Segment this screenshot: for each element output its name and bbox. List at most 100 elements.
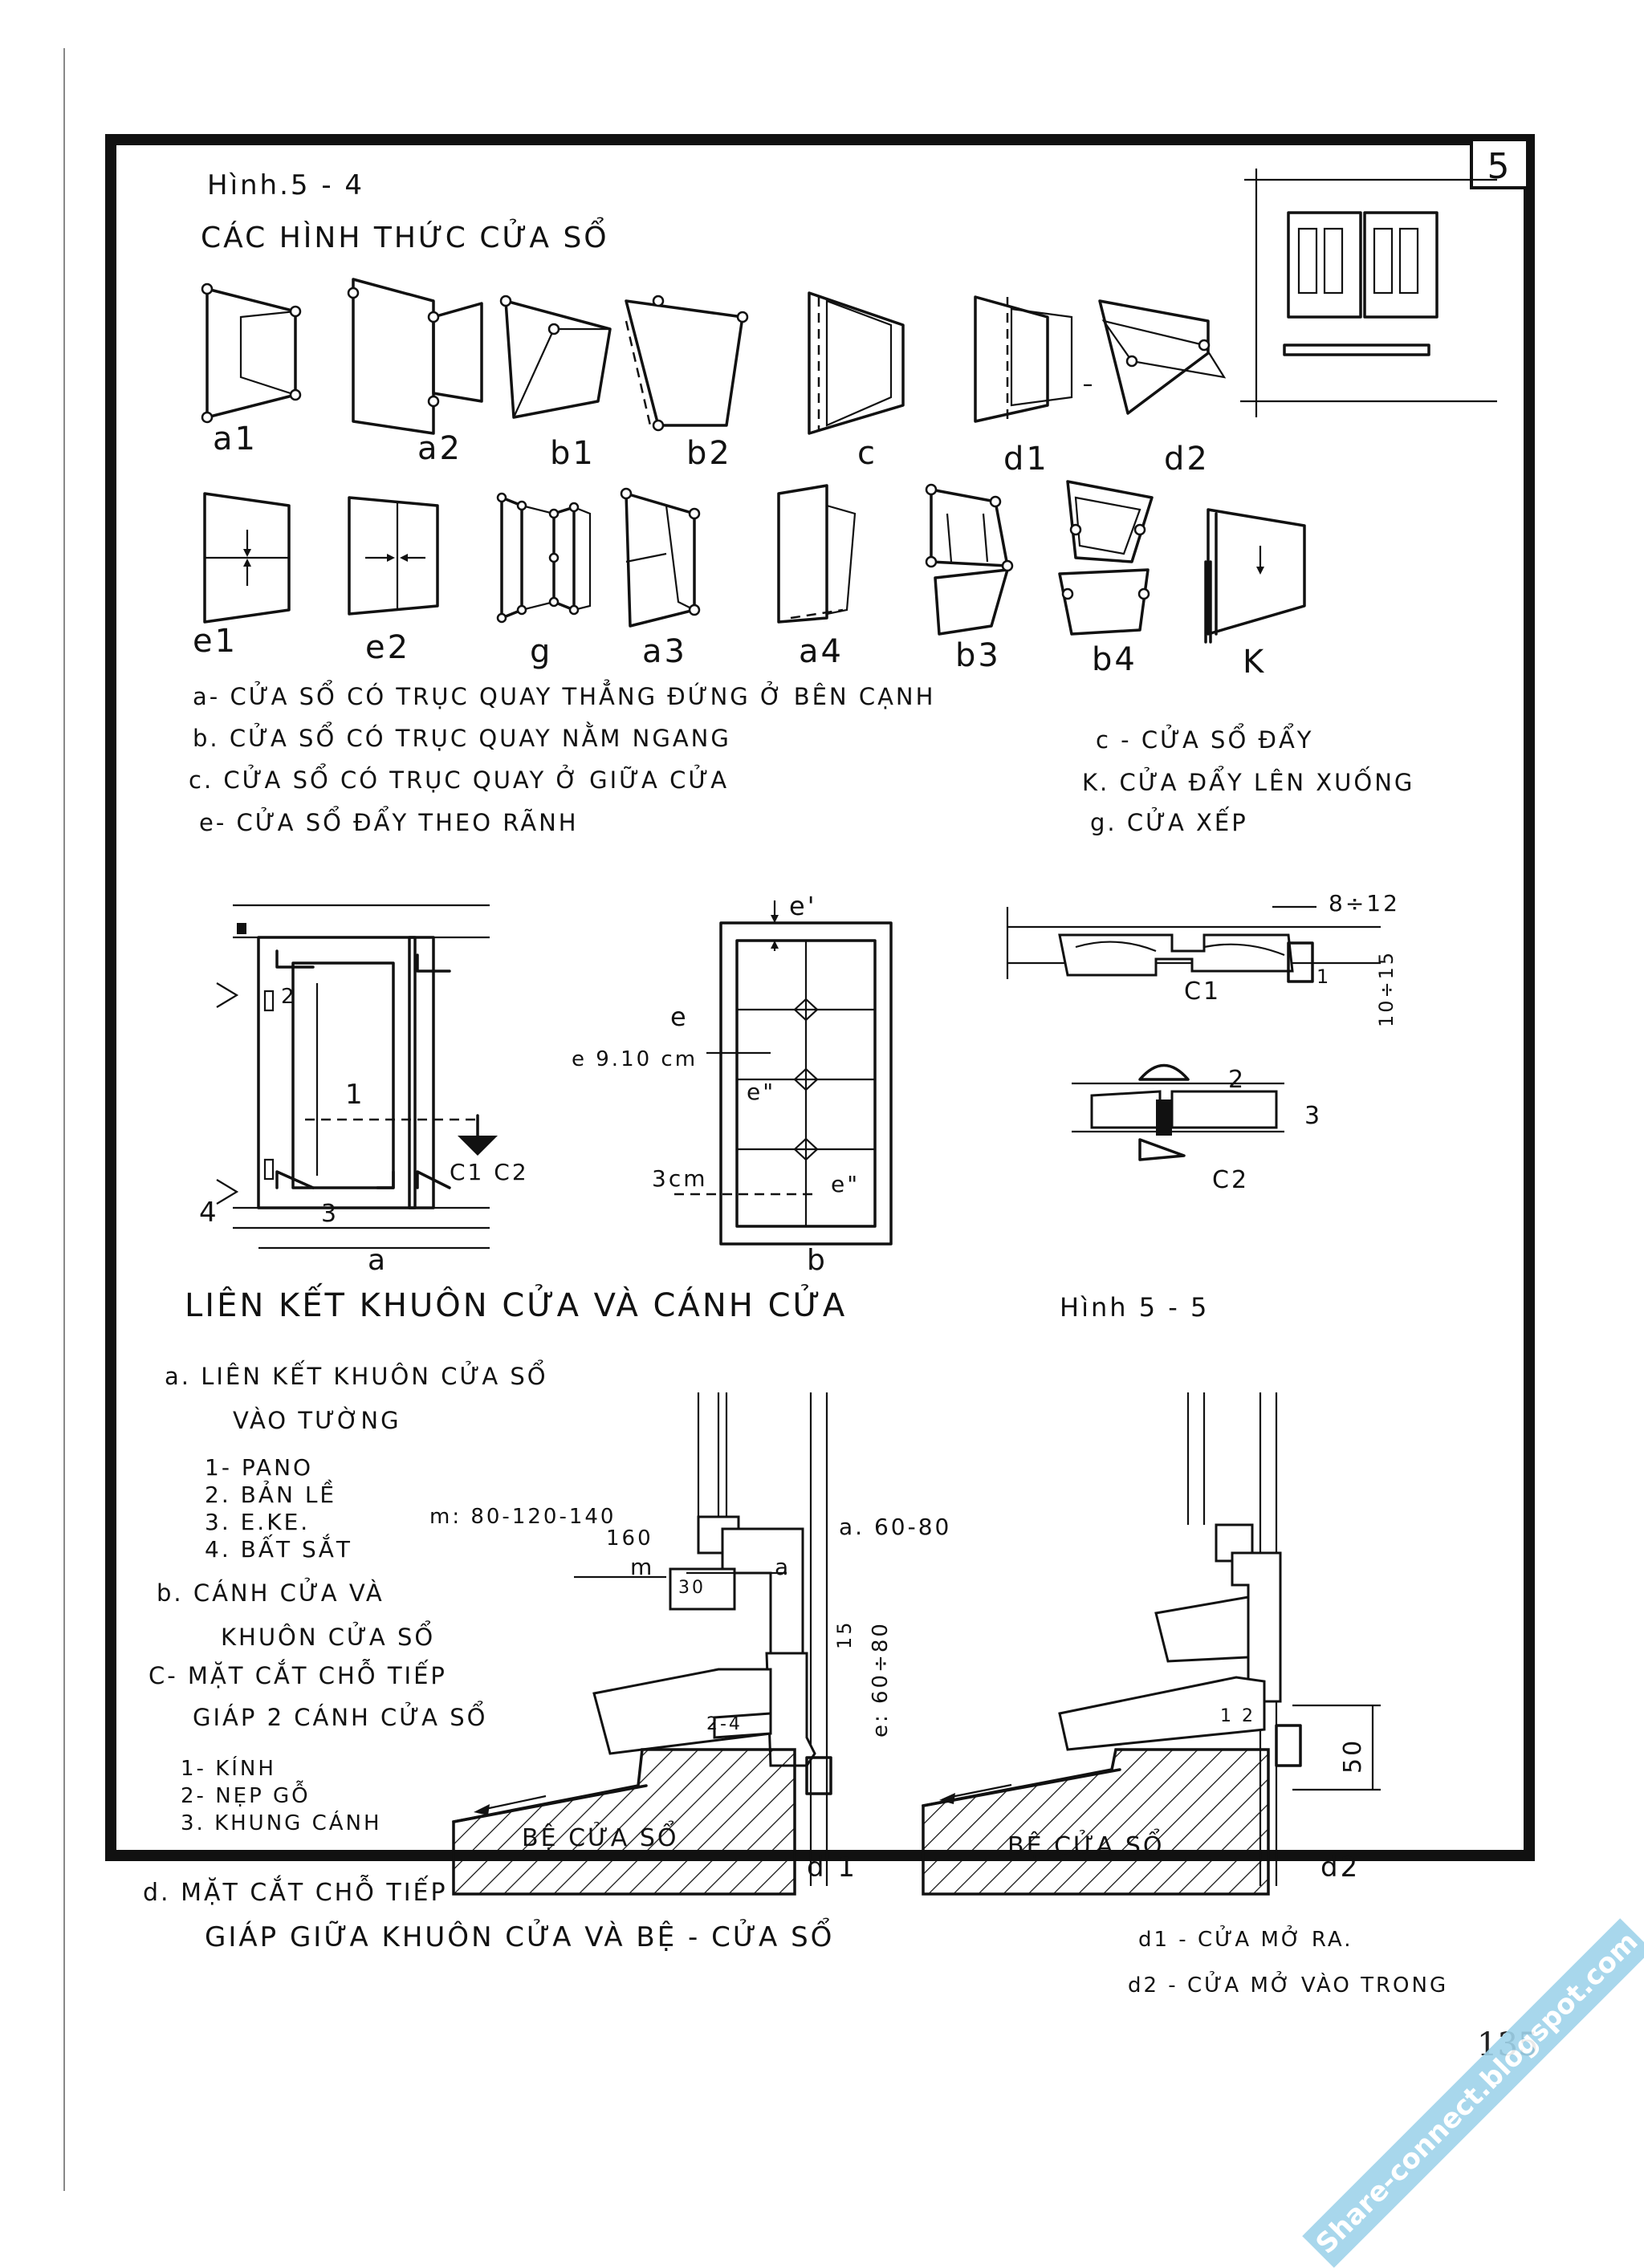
sketch-a2 (347, 278, 483, 435)
sketch-b4 (1058, 480, 1154, 636)
sketch-a4 (777, 484, 857, 624)
d1-a-range: a. 60-80 (839, 1514, 951, 1540)
a-num-1: 1 (345, 1079, 365, 1111)
figure-5-4-title: CÁC HÌNH THỨC CỬA SỔ (201, 217, 609, 254)
d2-dim-1-2: 1 2 (1220, 1706, 1255, 1726)
label-K: K (1243, 644, 1266, 681)
d2-label: d2 (1320, 1851, 1360, 1884)
sketch-a3 (620, 487, 701, 628)
label-a3: a3 (642, 633, 687, 670)
d1-a: a (775, 1554, 791, 1580)
c2-num-2: 2 (1228, 1066, 1246, 1094)
label-a1: a1 (213, 421, 258, 457)
label-a4: a4 (799, 633, 844, 670)
detail-c2-section: 2 3 C2 (1072, 1063, 1322, 1194)
detail-a-frame-elevation: 2 1 3 4 C1 C2 a (199, 904, 529, 1277)
note-d1-desc: d1 - CỬA MỞ RA. (1138, 1925, 1353, 1952)
note-c-item-2: 2- NẸP GỖ (181, 1779, 311, 1808)
label-b4: b4 (1092, 641, 1137, 678)
label-b2: b2 (686, 435, 732, 472)
a-num-4: 4 (199, 1197, 219, 1229)
note-c-item-1: 1- KÍNH (181, 1755, 276, 1781)
a-num-2: 2 (281, 985, 297, 1009)
window-types-row-1: a1 a2 b1 b2 c d1 d2 (201, 278, 1227, 478)
a-caption: a (368, 1244, 388, 1277)
label-b1: b1 (550, 435, 596, 472)
a-num-3: 3 (321, 1200, 339, 1228)
note-a-item-4: 4. BẤT SẮT (205, 1533, 352, 1563)
sketch-a1 (201, 282, 302, 424)
legend-e: e- CỬA SỔ ĐẨY THEO RÃNH (199, 807, 579, 836)
d2-dim-50: 50 (1339, 1738, 1367, 1774)
facade-elevation (1240, 169, 1497, 417)
notes-block: a. LIÊN KẾT KHUÔN CỬA SỔ VÀO TƯỜNG 1- PA… (143, 1360, 1448, 1998)
figure-5-4-label: Hình.5 - 4 (207, 169, 364, 201)
sketch-c (808, 291, 905, 435)
figure-5-5-title: LIÊN KẾT KHUÔN CỬA VÀ CÁNH CỬA (185, 1282, 847, 1324)
a-cut-mark: C1 C2 (450, 1159, 529, 1185)
legend-c-sliding: c - CỬA SỔ ĐẨY (1096, 724, 1314, 754)
sketch-d2 (1084, 299, 1227, 415)
detail-c1-section: 8÷12 C1 1 10÷15 (1006, 890, 1400, 1027)
note-d2-desc: d2 - CỬA MỞ VÀO TRONG (1128, 1970, 1448, 1998)
note-a-item-2: 2. BẢN LỀ (205, 1478, 336, 1508)
c1-label: C1 (1184, 978, 1221, 1006)
d1-m: m (630, 1554, 654, 1580)
b-caption: b (807, 1244, 828, 1277)
note-a-title-1: a. LIÊN KẾT KHUÔN CỬA SỔ (165, 1360, 548, 1390)
b-e-range: e 9.10 cm (572, 1047, 698, 1071)
b-e-double-1: e" (747, 1079, 775, 1105)
note-d-title-2: GIÁP GIỮA KHUÔN CỬA VÀ BỆ - CỬA SỔ (205, 1916, 834, 1953)
note-c-title-1: C- MẶT CẮT CHỖ TIẾP (149, 1659, 447, 1689)
label-b3: b3 (955, 637, 1001, 674)
sketch-e1 (203, 492, 291, 624)
d1-sill-label: BỆ CỬA SỔ (522, 1819, 678, 1852)
b-e-double-2: e" (831, 1171, 860, 1197)
d1-dim-30: 30 (678, 1578, 706, 1598)
legend-b: b. CỬA SỔ CÓ TRỤC QUAY NẰM NGANG (193, 722, 731, 752)
d1-dim-15: 15 (833, 1620, 856, 1649)
c1-num-1: 1 (1316, 965, 1331, 988)
sketch-b3 (925, 483, 1014, 636)
section-d2: 50 1 2 BỆ CỬA SỔ d2 (922, 1392, 1381, 1896)
d1-m-range-2: 160 (606, 1526, 653, 1551)
page-frame: 5 (63, 48, 1535, 2191)
d1-dim-e: e: 60÷80 (869, 1621, 893, 1738)
sketch-e2 (348, 496, 439, 616)
sketch-b2 (625, 295, 749, 432)
c2-num-3: 3 (1304, 1102, 1322, 1130)
d1-label: d 1 (807, 1851, 857, 1884)
c1-dim-10-15: 10÷15 (1375, 950, 1398, 1027)
legend-a: a- CỬA SỔ CÓ TRỤC QUAY THẲNG ĐỨNG Ở BÊN … (193, 680, 935, 710)
sketch-g (496, 492, 592, 624)
label-a2: a2 (417, 430, 462, 467)
b-e-prime: e' (789, 891, 816, 921)
c2-label: C2 (1212, 1166, 1249, 1194)
label-e1: e1 (193, 623, 238, 660)
section-number: 5 (1487, 146, 1512, 187)
d1-dim-2-4: 2-4 (706, 1714, 743, 1734)
legend-c: c. CỬA SỔ CÓ TRỤC QUAY Ở GIỮA CỬA (189, 764, 729, 794)
note-b-title-1: b. CÁNH CỬA VÀ (157, 1579, 385, 1607)
window-types-row-2: e1 e2 g a3 a4 b3 b4 K (193, 480, 1306, 681)
figure-5-5-label: Hình 5 - 5 (1060, 1292, 1209, 1323)
label-e2: e2 (365, 629, 410, 666)
label-d1: d1 (1003, 441, 1049, 478)
label-g: g (530, 633, 552, 670)
b-3cm: 3cm (652, 1165, 707, 1192)
legend-K: K. CỬA ĐẨY LÊN XUỐNG (1082, 766, 1414, 796)
window-type-legend: a- CỬA SỔ CÓ TRỤC QUAY THẲNG ĐỨNG Ở BÊN … (189, 680, 1414, 836)
detail-b-sash-elevation: e' e e 9.10 cm e" e" 3cm b (572, 891, 893, 1277)
d1-m-range-1: m: 80-120-140 (429, 1505, 616, 1529)
note-a-item-3: 3. E.KE. (205, 1509, 310, 1535)
sketch-b1 (499, 295, 612, 419)
d2-sill-label: BỆ CỬA SỔ (1007, 1827, 1164, 1860)
note-a-title-2: VÀO TƯỜNG (233, 1407, 401, 1434)
legend-g: g. CỬA XẾP (1090, 807, 1248, 836)
section-d1: m: 80-120-140 160 a. 60-80 m a 30 15 e: … (429, 1392, 951, 1896)
label-c: c (857, 435, 877, 472)
note-c-title-2: GIÁP 2 CÁNH CỬA SỔ (193, 1701, 487, 1731)
sketch-K (1204, 508, 1306, 644)
c1-dim-8-12: 8÷12 (1329, 890, 1400, 917)
